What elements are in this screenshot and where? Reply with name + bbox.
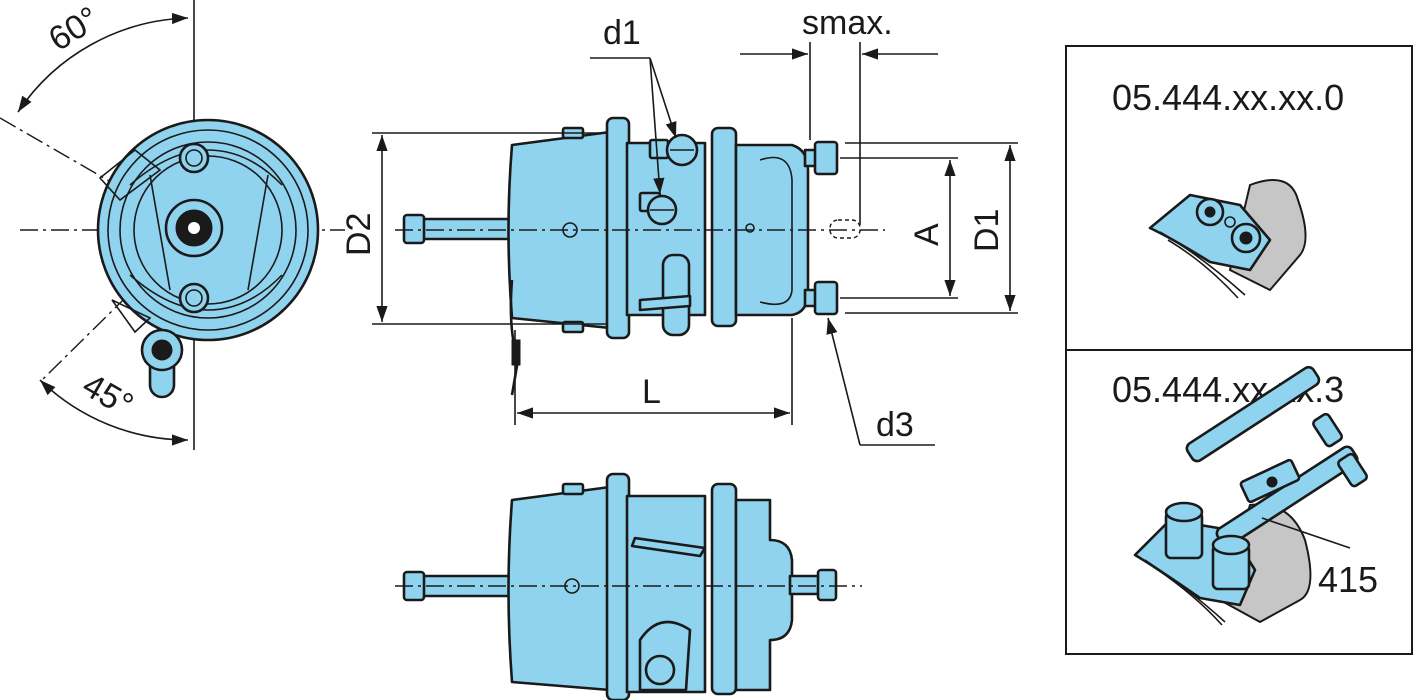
dimension-a-label: A [908,223,946,246]
dimension-d3-label: d3 [876,406,914,444]
port-d1-upper [648,133,699,167]
mounting-stud-lower [803,280,839,316]
side-view-rotated [395,472,862,700]
part-number-415: 415 [1318,559,1378,600]
end-view-bolt-top [178,142,210,174]
end-view-port [140,328,184,399]
angle-45-label: 45° [76,366,140,425]
side-view: D2 A D1 smax. d1 L d3 [340,4,1018,446]
end-view-bolt-bottom [178,282,210,314]
angle-60-label: 60° [42,0,106,59]
port-d1-lower [638,191,678,226]
variant-3-illustration: 415 [1133,365,1378,626]
variant-0-code: 05.444.xx.xx.0 [1112,77,1344,118]
dimension-d1-label: d1 [603,14,641,52]
dimension-d1-big-label: D1 [968,209,1006,252]
variant-panel: 05.444.xx.xx.0 05.444.xx.xx.3 [1065,45,1413,655]
variant-0-illustration [1148,179,1307,299]
mounting-stud-upper [803,140,839,176]
dimension-l-label: L [642,373,661,411]
dimension-smax-label: smax. [802,4,893,42]
dimension-d2-label: D2 [340,213,378,256]
end-view: 60° 45° [0,0,345,450]
